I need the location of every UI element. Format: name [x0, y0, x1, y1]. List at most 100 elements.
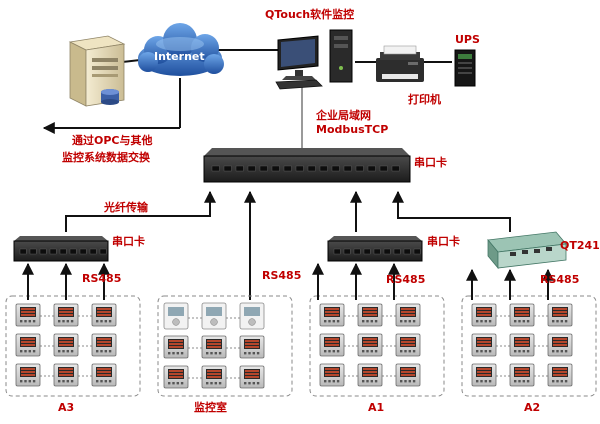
power-meter-icon — [357, 333, 383, 357]
zone-room-label: 监控室 — [194, 401, 227, 414]
serial-switch-left — [13, 236, 109, 262]
switch-port — [59, 248, 67, 255]
switch-port — [331, 165, 340, 172]
switch-port — [413, 248, 421, 255]
switch-port — [39, 248, 47, 255]
power-meter-icon — [91, 333, 117, 357]
cloud-icon — [138, 23, 224, 76]
power-meter-icon — [547, 363, 573, 387]
switch-port — [343, 165, 352, 172]
power-meter-icon — [239, 365, 265, 389]
switch-port — [69, 248, 77, 255]
switch-port — [247, 165, 256, 172]
power-meter-icon — [395, 303, 421, 327]
switch-port — [99, 248, 107, 255]
server-icon — [68, 35, 126, 107]
power-meter-icon — [509, 333, 535, 357]
power-meter-icon — [319, 303, 345, 327]
switch-port — [355, 165, 364, 172]
qtouch-label: QTouch软件监控 — [265, 8, 355, 21]
power-meter-icon — [547, 303, 573, 327]
power-meter-icon — [357, 303, 383, 327]
power-meter-icon — [547, 333, 573, 357]
switch-port — [373, 248, 381, 255]
power-meter-icon — [201, 335, 227, 359]
rs485-a2-label: RS485 — [540, 273, 580, 286]
opc-label-line1: 通过OPC与其他 — [72, 134, 153, 147]
meter-grid — [15, 302, 573, 389]
workstation-icon — [275, 29, 353, 90]
switch-port — [383, 248, 391, 255]
power-meter-icon — [15, 303, 41, 327]
switch-port — [283, 165, 292, 172]
printer-icon — [376, 45, 424, 82]
serial-main-label: 串口卡 — [414, 156, 447, 169]
panel-meter-icon — [163, 302, 189, 330]
rs485-a3-label: RS485 — [82, 272, 122, 285]
zone-room-frame — [157, 295, 293, 397]
lan-label-line1: 企业局域网 — [316, 109, 371, 122]
switch-port — [79, 248, 87, 255]
power-meter-icon — [471, 303, 497, 327]
power-meter-icon — [319, 333, 345, 357]
qt241-label: QT241 — [560, 239, 600, 252]
zone-a3-label: A3 — [58, 401, 75, 414]
lan-label-line2: ModbusTCP — [316, 123, 389, 136]
power-meter-icon — [239, 335, 265, 359]
switch-port — [393, 248, 401, 255]
rs485-room-label: RS485 — [262, 269, 302, 282]
opc-label-line2: 监控系统数据交换 — [62, 151, 150, 164]
power-meter-icon — [91, 363, 117, 387]
power-meter-icon — [163, 365, 189, 389]
switch-port — [379, 165, 388, 172]
power-meter-icon — [53, 303, 79, 327]
fiber-label: 光纤传输 — [104, 201, 148, 214]
switch-port — [403, 248, 411, 255]
serial-left-label: 串口卡 — [112, 235, 145, 248]
power-meter-icon — [471, 333, 497, 357]
switch-port — [223, 165, 232, 172]
power-meter-icon — [395, 333, 421, 357]
power-meter-icon — [53, 333, 79, 357]
switch-port — [333, 248, 341, 255]
power-meter-icon — [319, 363, 345, 387]
power-meter-icon — [53, 363, 79, 387]
switch-port — [19, 248, 27, 255]
switch-port — [367, 165, 376, 172]
power-meter-icon — [509, 363, 535, 387]
zone-a2-label: A2 — [524, 401, 541, 414]
switch-port — [319, 165, 328, 172]
switch-port — [259, 165, 268, 172]
power-meter-icon — [15, 363, 41, 387]
ups-icon — [454, 49, 476, 87]
gateway-icon — [487, 231, 567, 270]
switch-port — [49, 248, 57, 255]
switch-port — [353, 248, 361, 255]
switch-port — [271, 165, 280, 172]
ups-label: UPS — [455, 33, 480, 46]
serial-switch-mid — [327, 236, 423, 262]
switch-port — [29, 248, 37, 255]
power-meter-icon — [471, 363, 497, 387]
switch-port — [211, 165, 220, 172]
switch-port — [343, 248, 351, 255]
serial-mid-label: 串口卡 — [427, 235, 460, 248]
trunk-links — [65, 190, 511, 300]
main-serial-switch — [203, 148, 411, 183]
panel-meter-icon — [239, 302, 265, 330]
zone-a1-label: A1 — [368, 401, 385, 414]
rs485-bus-links — [22, 262, 554, 379]
panel-meter-icon — [201, 302, 227, 330]
internet-label: Internet — [154, 50, 205, 63]
zone-a2-frame — [461, 295, 597, 397]
rs485-a1-label: RS485 — [386, 273, 426, 286]
power-meter-icon — [15, 333, 41, 357]
zone-a3-frame — [5, 295, 141, 397]
zone-a1-frame — [309, 295, 445, 397]
switch-port — [363, 248, 371, 255]
switch-port — [89, 248, 97, 255]
power-meter-icon — [163, 335, 189, 359]
power-meter-icon — [509, 303, 535, 327]
power-meter-icon — [357, 363, 383, 387]
